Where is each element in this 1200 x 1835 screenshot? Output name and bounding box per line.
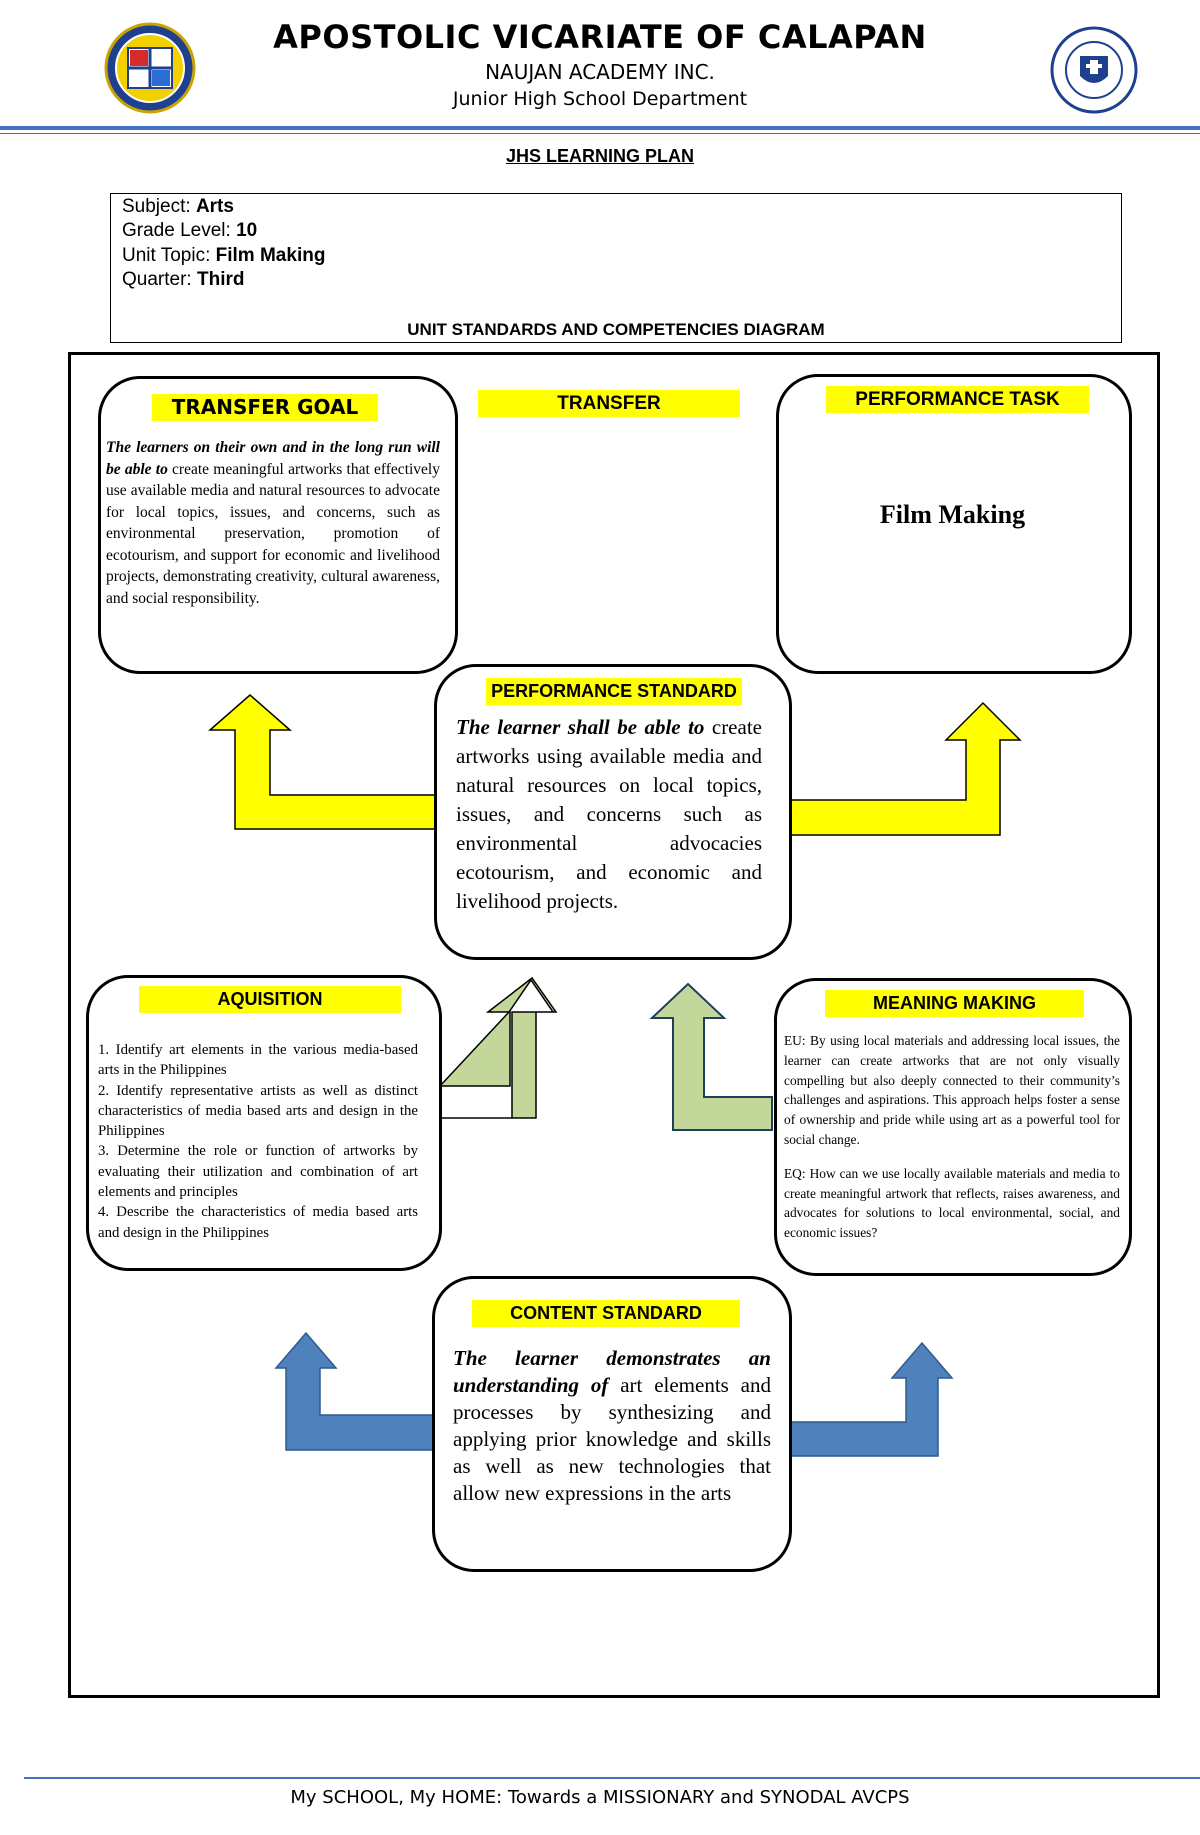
green-arrow-left bbox=[439, 976, 558, 1119]
footer-divider bbox=[24, 1777, 1200, 1779]
green-arrow-right bbox=[649, 982, 773, 1131]
unit-label: Unit Topic: bbox=[122, 245, 216, 266]
plan-title: JHS LEARNING PLAN bbox=[505, 146, 694, 166]
grade-label: Grade Level: bbox=[122, 220, 237, 241]
unit-value: Film Making bbox=[215, 245, 326, 266]
meaning-making-text: EU: By using local materials and address… bbox=[784, 1031, 1120, 1243]
acquisition-label: AQUISITION bbox=[139, 986, 401, 1013]
subject-label: Subject: bbox=[122, 196, 196, 217]
acquisition-box bbox=[86, 975, 442, 1271]
yellow-arrow-left bbox=[208, 694, 446, 830]
transfer-goal-label: TRANSFER GOAL bbox=[152, 394, 378, 421]
transfer-label: TRANSFER bbox=[478, 390, 740, 417]
content-standard-text: The learner demonstrates an understandin… bbox=[453, 1345, 771, 1507]
diagram-frame bbox=[68, 352, 1160, 1698]
grade-value: 10 bbox=[236, 220, 258, 241]
quarter-value: Third bbox=[196, 269, 245, 290]
yellow-arrow-right bbox=[784, 701, 1022, 836]
performance-task-box bbox=[776, 374, 1132, 674]
acquisition-item: 1. Identify art elements in the various … bbox=[98, 1042, 418, 1079]
grade-line: Grade Level: 10 bbox=[122, 220, 257, 242]
acquisition-list: 1. Identify art elements in the various … bbox=[98, 1040, 418, 1243]
header-divider bbox=[0, 126, 1200, 130]
header-department: Junior High School Department bbox=[452, 88, 748, 110]
transfer-goal-box bbox=[98, 376, 458, 674]
info-box bbox=[110, 193, 1122, 343]
acquisition-item: 4. Describe the characteristics of media… bbox=[98, 1204, 418, 1241]
meaning-making-label: MEANING MAKING bbox=[825, 990, 1084, 1017]
blue-arrow-left bbox=[274, 1331, 439, 1451]
acquisition-item: 2. Identify representative artists as we… bbox=[98, 1082, 418, 1140]
acquisition-item: 3. Determine the role or function of art… bbox=[98, 1143, 418, 1201]
content-standard-lead: The learner demonstrates an understandin… bbox=[453, 1346, 771, 1397]
spacer bbox=[784, 1150, 1120, 1164]
quarter-label: Quarter: bbox=[122, 269, 197, 290]
meaning-making-box bbox=[774, 978, 1132, 1276]
diagram-title: UNIT STANDARDS AND COMPETENCIES DIAGRAM bbox=[407, 320, 825, 339]
header-title: APOSTOLIC VICARIATE OF CALAPAN bbox=[273, 18, 927, 56]
performance-standard-text: The learner shall be able to create artw… bbox=[456, 713, 762, 916]
transfer-goal-body: create meaningful artworks that effectiv… bbox=[106, 460, 440, 607]
performance-task-text: Film Making bbox=[879, 500, 1026, 529]
blue-arrow-right bbox=[784, 1341, 954, 1457]
pis-seal-logo bbox=[104, 22, 196, 114]
performance-task-label: PERFORMANCE TASK bbox=[826, 386, 1089, 413]
transfer-goal-text: The learners on their own and in the lon… bbox=[106, 437, 440, 609]
unit-line: Unit Topic: Film Making bbox=[122, 245, 325, 267]
subject-value: Arts bbox=[195, 196, 234, 217]
essential-question: EQ: How can we use locally available mat… bbox=[784, 1165, 1120, 1241]
header-school: NAUJAN ACADEMY INC. bbox=[485, 60, 715, 84]
performance-standard-lead: The learner shall be able to bbox=[456, 715, 705, 739]
naujan-academy-seal-logo bbox=[1050, 26, 1138, 114]
quarter-line: Quarter: Third bbox=[122, 269, 244, 291]
performance-standard-label: PERFORMANCE STANDARD bbox=[486, 678, 742, 705]
performance-standard-box bbox=[434, 664, 792, 960]
header-divider-thin bbox=[0, 133, 1200, 134]
subject-line: Subject: Arts bbox=[122, 196, 234, 218]
content-standard-label: CONTENT STANDARD bbox=[472, 1300, 740, 1327]
enduring-understanding: EU: By using local materials and address… bbox=[784, 1033, 1120, 1147]
performance-standard-body: create artworks using available media an… bbox=[456, 715, 762, 913]
transfer-goal-lead: The learners on their own and in the lon… bbox=[106, 439, 440, 478]
footer-text: My SCHOOL, My HOME: Towards a MISSIONARY… bbox=[290, 1787, 910, 1808]
content-standard-body: art elements and processes by synthesizi… bbox=[453, 1373, 772, 1505]
